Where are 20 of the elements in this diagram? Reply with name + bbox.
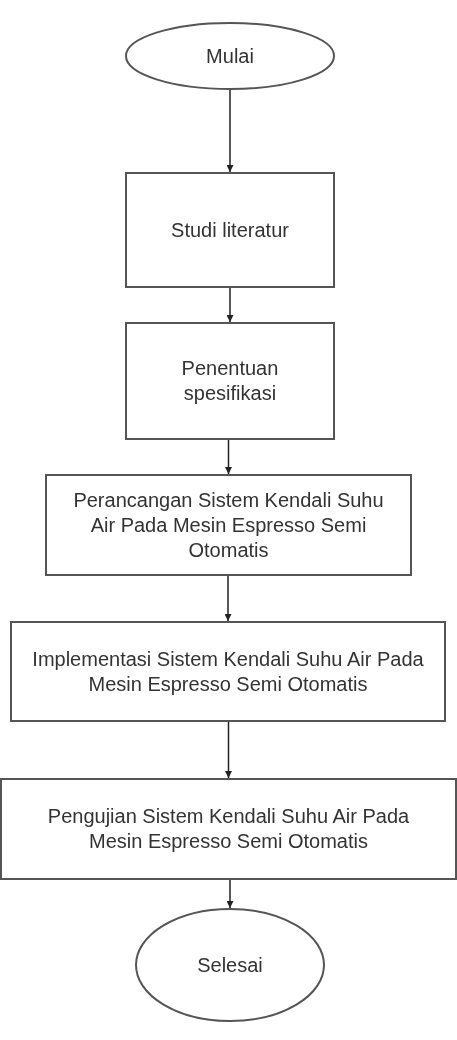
terminal-ellipse [125,22,335,90]
process-box [0,778,457,880]
process-box [125,322,335,440]
arrow [225,439,232,475]
process-box [45,474,412,576]
node-label: Studi literatur [171,217,289,243]
process-box [10,621,446,722]
process-box [125,172,335,288]
node-label: Penentuan spesifikasi [180,356,280,406]
node-label: Mulai [206,43,254,69]
node-label: Perancangan Sistem Kendali Suhu Air Pada Mesin Espresso Semi Otomatis [72,487,385,563]
arrow [226,287,234,323]
terminal-ellipse [135,908,325,1022]
arrow [224,575,232,622]
arrow [226,89,234,173]
arrow [225,721,232,779]
node-label: Implementasi Sistem Kendali Suhu Air Pada Mesin Espresso Semi Otomatis [32,646,424,697]
node-label: Pengujian Sistem Kendali Suhu Air Pada Mesin Espresso Semi Otomatis [46,804,411,854]
arrow [226,879,234,909]
node-label: Selesai [197,952,263,978]
